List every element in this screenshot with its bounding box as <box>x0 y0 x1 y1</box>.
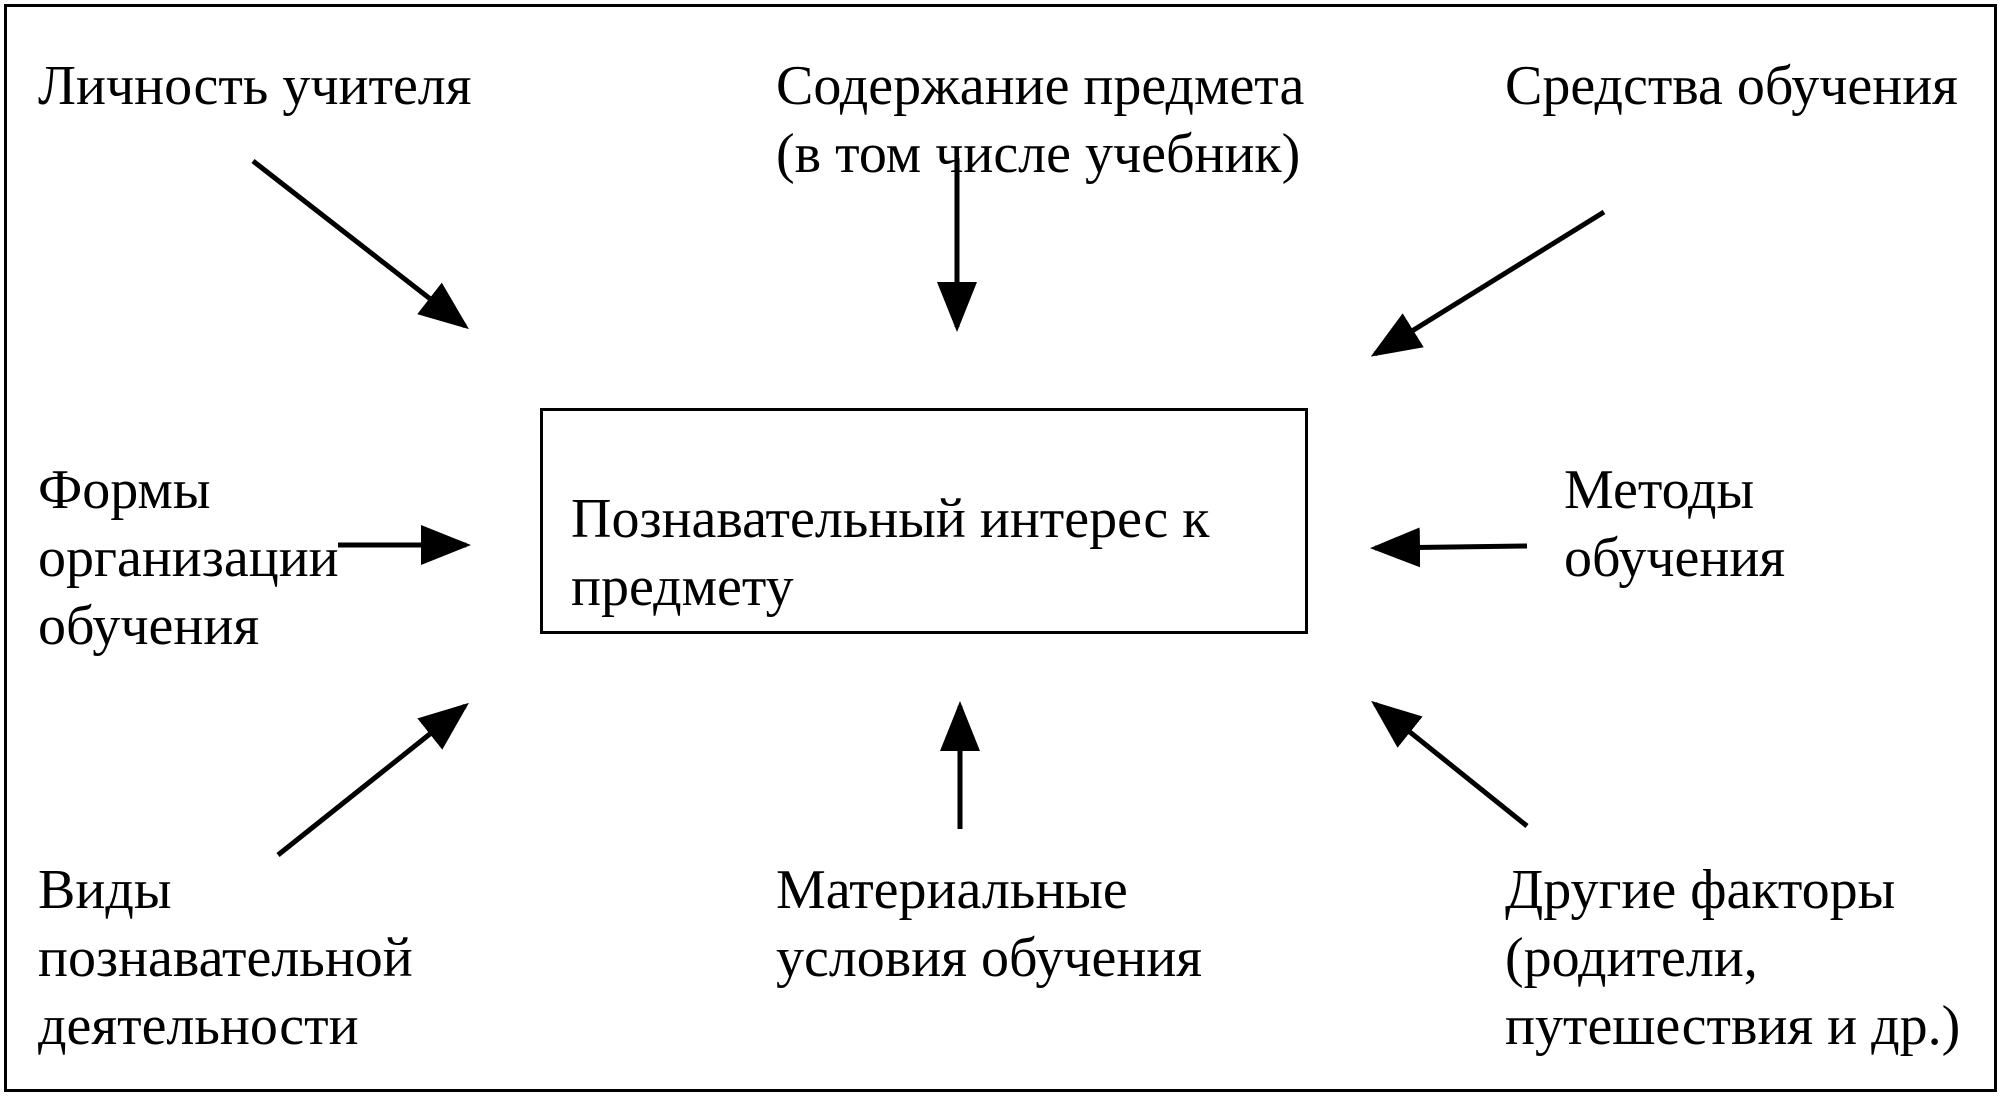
central-concept-box: Познавательный интерес к предмету <box>540 408 1308 634</box>
factor-subject-content: Содержание предмета (в том числе учебник… <box>776 55 1305 185</box>
diagram-frame <box>4 4 1997 1092</box>
central-concept-text: Познавательный интерес к предмету <box>571 488 1210 618</box>
factor-teaching-tools: Средства обучения <box>1505 55 1958 117</box>
factor-activity-types: Виды познавательной деятельности <box>38 859 413 1057</box>
factor-organization-forms: Формы организации обучения <box>38 459 339 657</box>
factor-teaching-methods: Методы обучения <box>1564 459 1786 589</box>
factor-other-factors: Другие факторы (родители, путешествия и … <box>1505 859 1961 1057</box>
factor-material-conditions: Материальные условия обучения <box>776 859 1203 989</box>
factor-teacher-personality: Личность учителя <box>38 55 472 117</box>
